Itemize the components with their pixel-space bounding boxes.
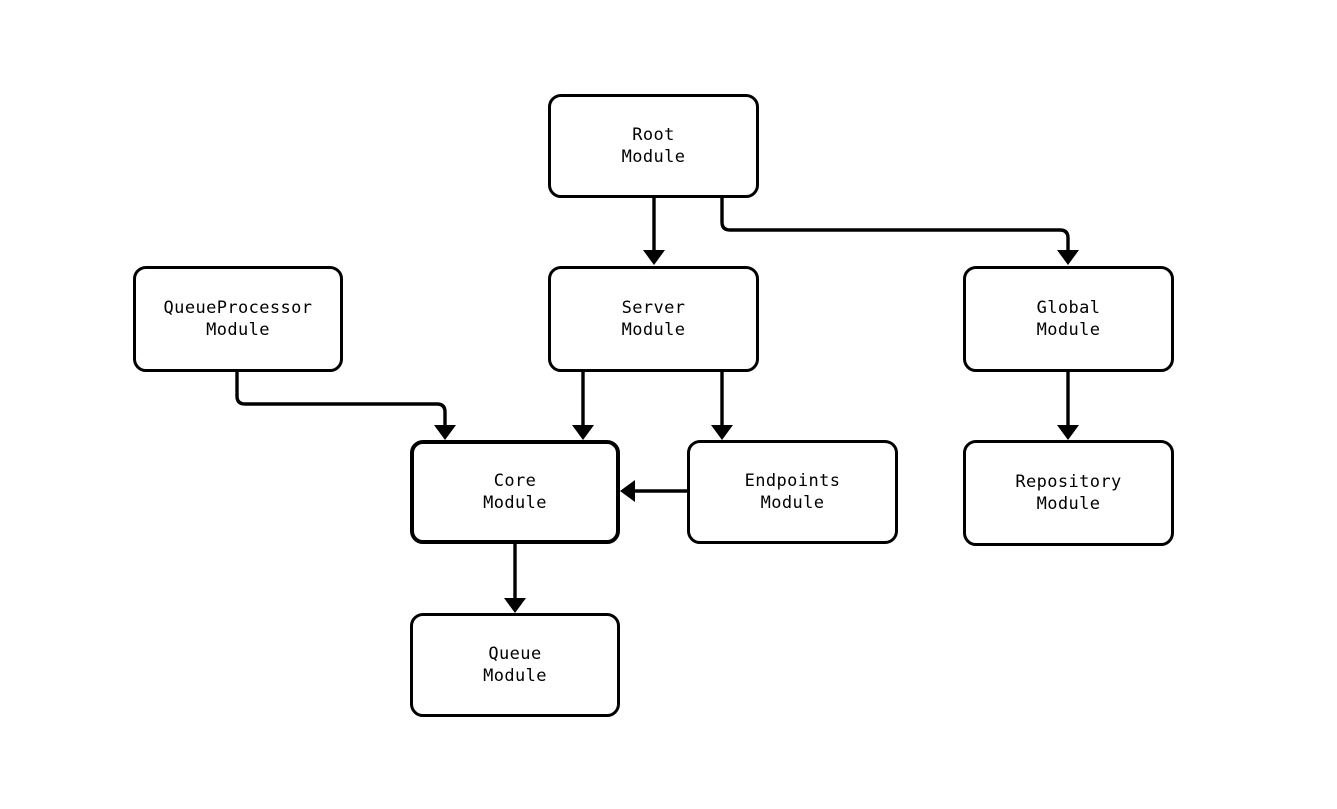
node-core-module[interactable]: Core Module <box>410 440 620 544</box>
node-endpoints-module-label-line2: Module <box>760 493 825 513</box>
node-queue-module-label-line2: Module <box>483 666 547 686</box>
node-queueprocessor-module-label-line2: Module <box>206 320 270 340</box>
node-root-module[interactable]: Root Module <box>548 94 759 198</box>
node-global-module[interactable]: Global Module <box>963 266 1174 372</box>
edge-root-to-global <box>720 198 1079 265</box>
node-core-module-label-line1: Core <box>493 471 537 491</box>
arrowhead-server-to-core <box>572 425 594 440</box>
node-global-module-label-line2: Module <box>1036 320 1101 340</box>
arrowhead-global-to-repository <box>1057 425 1079 440</box>
node-queueprocessor-module-label-line1: QueueProcessor <box>163 298 313 318</box>
node-endpoints-module-label-line1: Endpoints <box>744 471 841 491</box>
node-repository-module-label-line2: Module <box>1036 494 1101 514</box>
node-queue-module[interactable]: Queue Module <box>410 613 620 717</box>
node-repository-module-label-line1: Repository <box>1015 472 1122 492</box>
node-server-module[interactable]: Server Module <box>548 266 759 372</box>
edge-queueprocessor-to-core <box>235 372 456 440</box>
arrowhead-queueprocessor-to-core <box>434 425 456 440</box>
node-core-module-label-line2: Module <box>483 493 547 513</box>
node-root-module-label-line2: Module <box>621 147 686 167</box>
node-server-module-label-line1: Server <box>621 298 686 318</box>
node-repository-module[interactable]: Repository Module <box>963 440 1174 546</box>
arrowhead-root-to-server <box>643 250 665 265</box>
edge-core-to-queue <box>504 544 526 613</box>
node-global-module-label-line1: Global <box>1036 298 1101 318</box>
arrowhead-endpoints-to-core <box>620 480 635 502</box>
node-endpoints-module[interactable]: Endpoints Module <box>687 440 898 544</box>
node-root-module-label-line1: Root <box>632 125 675 145</box>
arrowhead-root-to-global <box>1057 250 1079 265</box>
edge-endpoints-to-core <box>620 480 687 502</box>
edge-global-to-repository <box>1057 372 1079 440</box>
edge-root-to-server <box>643 198 665 265</box>
arrowhead-server-to-endpoints <box>711 425 733 440</box>
node-queueprocessor-module[interactable]: QueueProcessor Module <box>133 266 343 372</box>
arrowhead-core-to-queue <box>504 598 526 613</box>
node-queue-module-label-line1: Queue <box>488 644 542 664</box>
edge-server-to-endpoints <box>711 372 733 440</box>
edge-server-to-core <box>572 372 594 440</box>
node-server-module-label-line2: Module <box>621 320 686 340</box>
